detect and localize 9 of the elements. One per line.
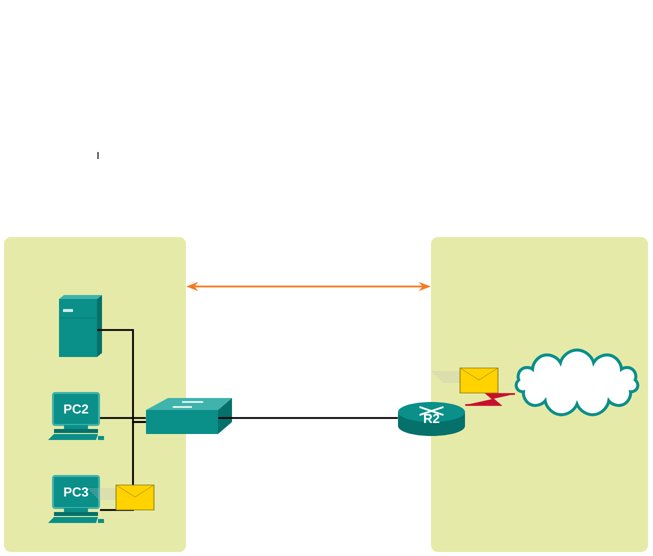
pc-drawing: PC3 bbox=[48, 475, 104, 523]
server-drawing bbox=[58, 295, 102, 357]
router-drawing: R2 bbox=[398, 402, 465, 436]
connection-line bbox=[464, 393, 516, 406]
connection-line bbox=[100, 417, 146, 419]
connection-line bbox=[218, 417, 398, 419]
cloud-shape bbox=[514, 348, 640, 416]
pc-drawing: PC2 bbox=[48, 392, 104, 440]
switch-drawing bbox=[146, 398, 232, 434]
